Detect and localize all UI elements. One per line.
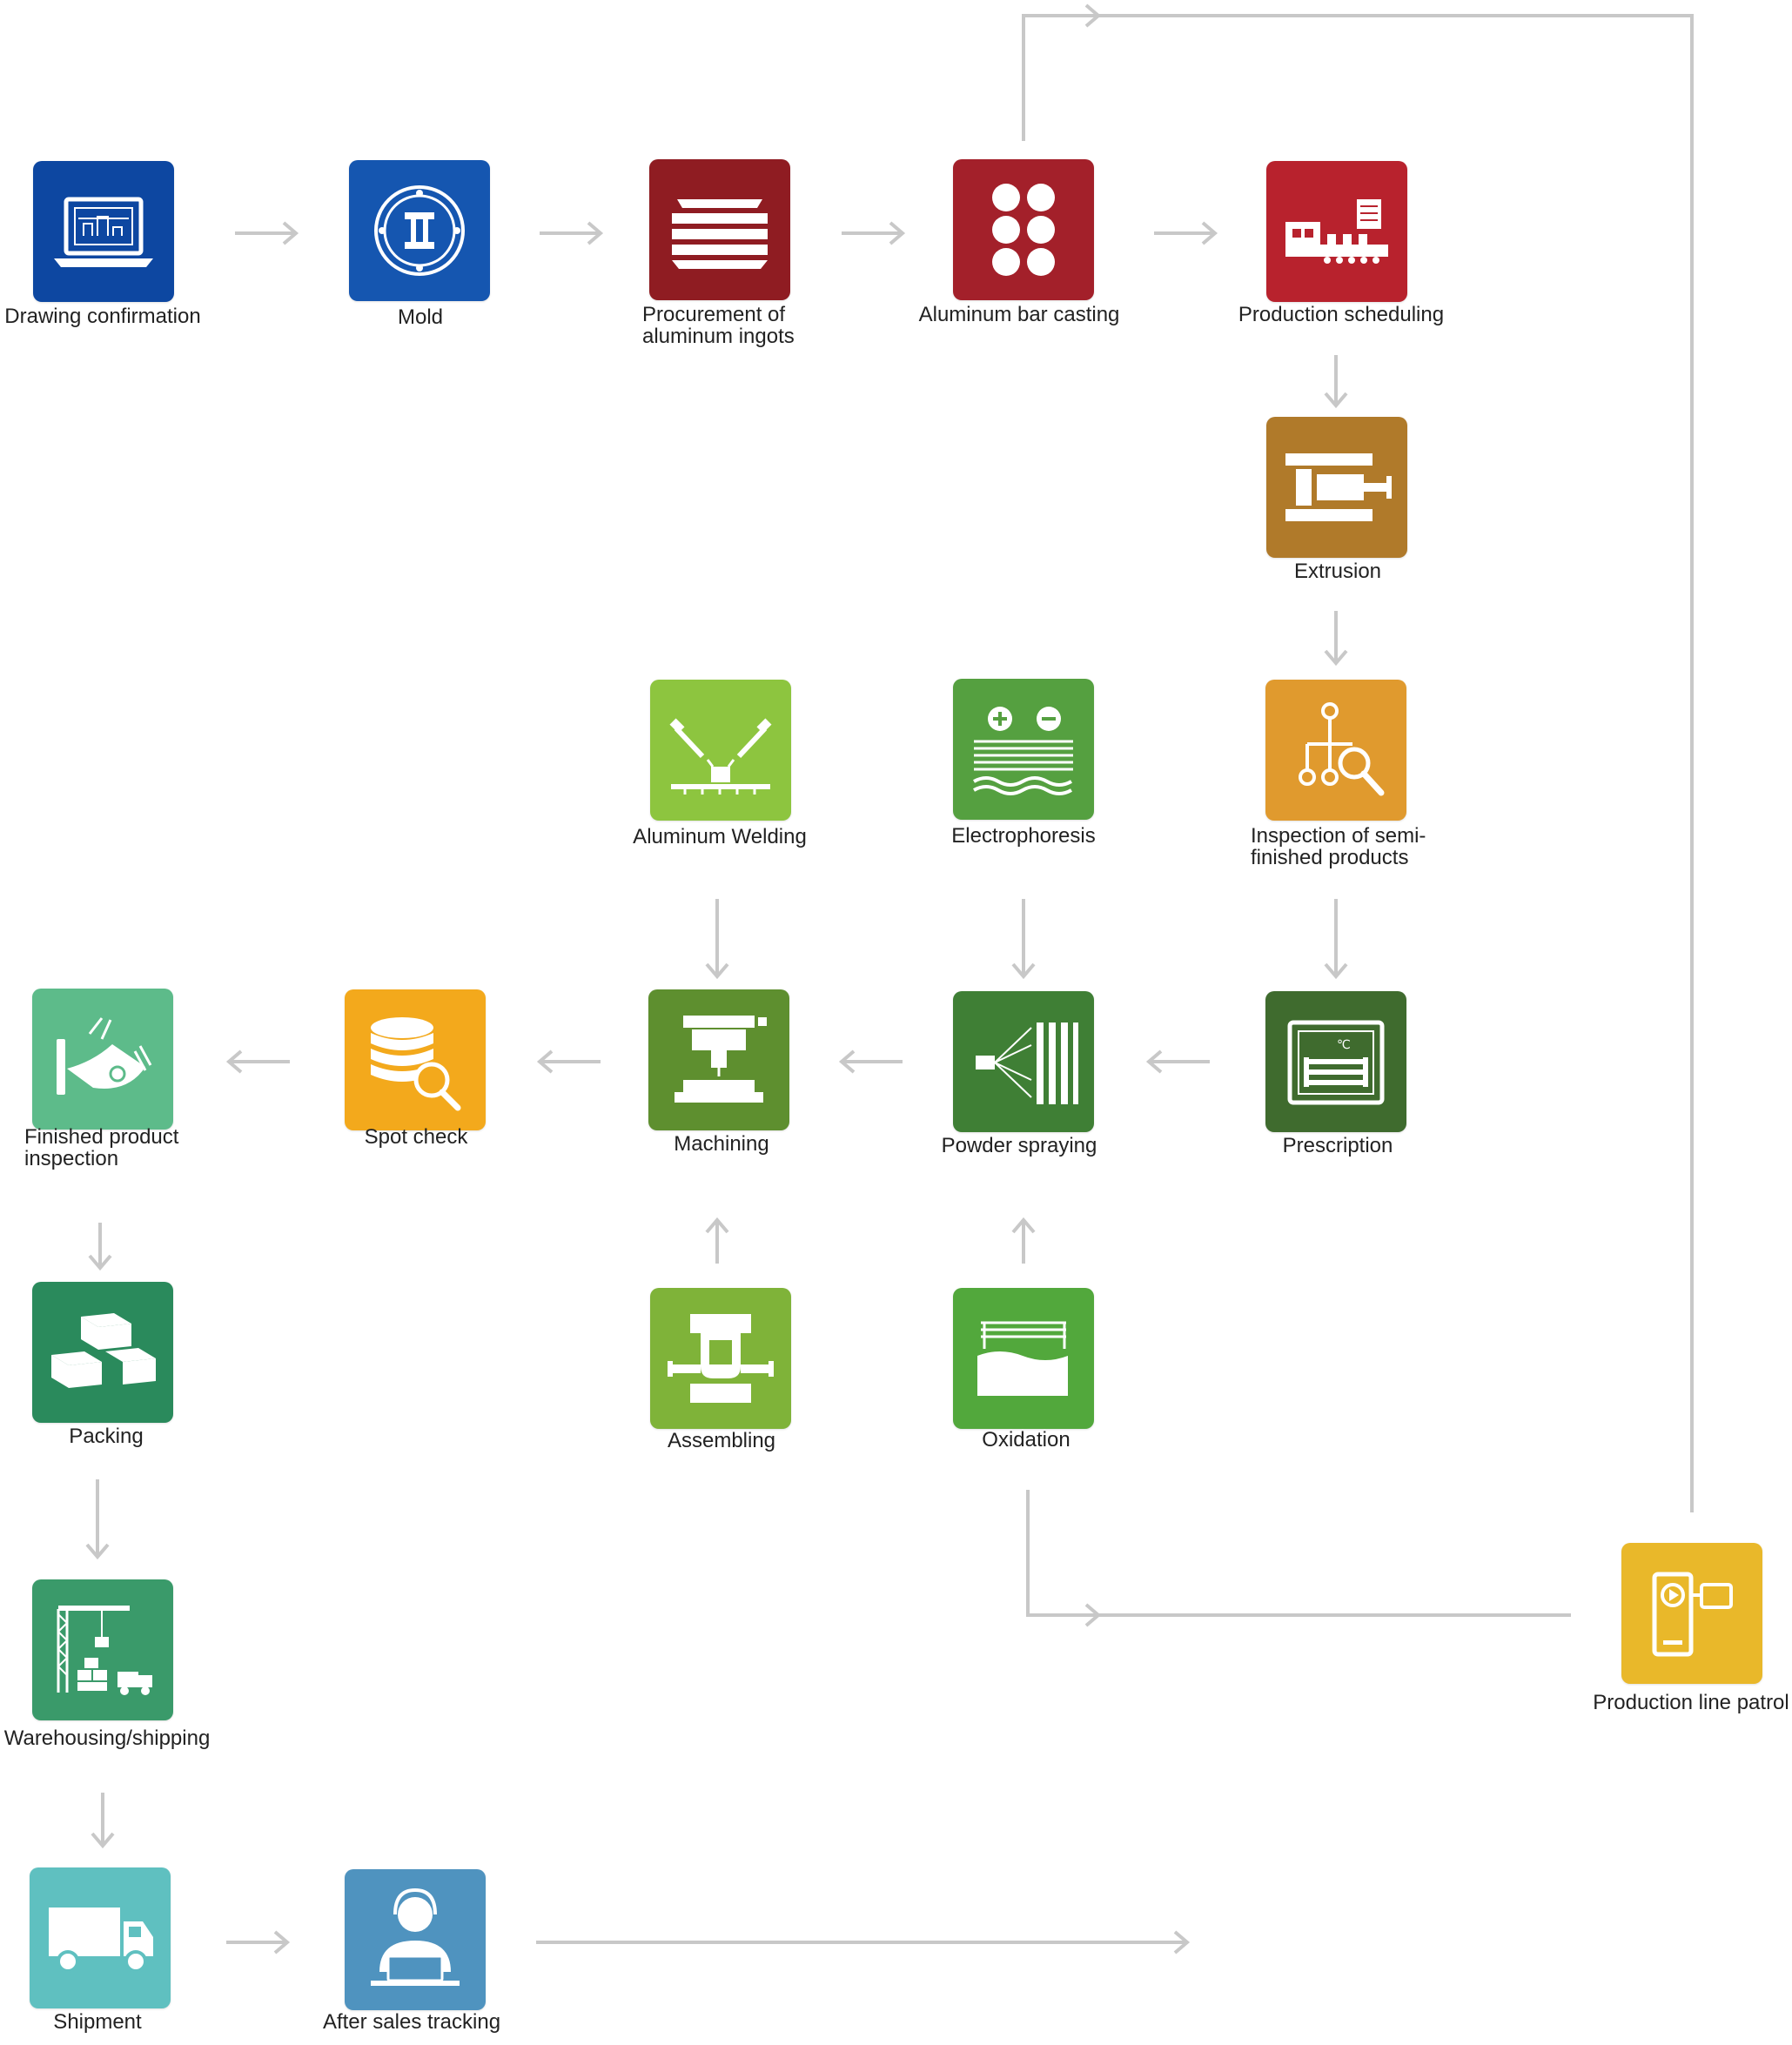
arrow-welding-to-machining-head	[705, 962, 729, 980]
node-packing	[32, 1282, 173, 1423]
arrow-machining-to-spot-head	[536, 1049, 554, 1074]
delivery-truck-icon	[49, 1908, 153, 1973]
node-label-warehousing: Warehousing/shipping	[3, 1727, 211, 1750]
node-label-scheduling: Production scheduling	[1238, 303, 1445, 326]
aging-oven-icon: ℃	[1287, 1020, 1385, 1105]
arrow-drawing-to-mold-head	[282, 221, 299, 245]
crane-warehouse-icon	[57, 1606, 152, 1695]
loop-oxidation-to-patrol	[1026, 1490, 1571, 1617]
node-warehousing	[32, 1579, 173, 1720]
arrow-warehousing-to-shipment-head	[91, 1832, 115, 1849]
spray-gun-icon	[976, 1022, 1078, 1104]
factory-line-icon	[1285, 199, 1388, 264]
arrow-procurement-to-casting-head	[889, 221, 906, 245]
node-label-patrol: Production line patrol	[1593, 1691, 1789, 1714]
arrow-shipment-to-aftersales-head	[273, 1930, 291, 1954]
node-label-assembling: Assembling	[667, 1429, 776, 1452]
node-patrol	[1621, 1543, 1762, 1684]
arrow-casting-to-scheduling-head	[1201, 221, 1218, 245]
arrow-assembling-to-machining-head	[705, 1217, 729, 1234]
node-label-extrusion: Extrusion	[1293, 560, 1382, 583]
node-inspection-semi	[1265, 680, 1406, 821]
node-spot	[345, 989, 486, 1130]
node-label-welding: Aluminum Welding	[633, 825, 807, 848]
node-label-spot: Spot check	[364, 1125, 468, 1149]
node-electrophoresis	[953, 679, 1094, 820]
bar-ends-icon	[992, 184, 1055, 276]
node-prescription: ℃	[1265, 991, 1406, 1132]
node-shipment	[30, 1867, 171, 2008]
loop-oxidation-to-patrol-head	[1084, 1603, 1102, 1627]
clamp-assembly-icon	[668, 1314, 774, 1403]
node-label-drawing: Drawing confirmation	[4, 305, 201, 328]
node-label-after-sales: After sales tracking	[322, 2010, 501, 2034]
node-label-procurement: Procurement of aluminum ingots	[642, 303, 795, 348]
node-welding	[650, 680, 791, 821]
arrow-powder-to-machining-head	[838, 1049, 856, 1074]
mold-die-icon	[374, 185, 465, 276]
loop-patrol-to-casting	[1022, 14, 1694, 1512]
node-casting	[953, 159, 1094, 300]
node-label-electrophoresis: Electrophoresis	[951, 824, 1096, 848]
node-label-inspection-semi: Inspection of semi- finished products	[1251, 824, 1426, 869]
node-extrusion	[1266, 417, 1407, 558]
plus-minus-bath-icon	[973, 707, 1073, 795]
node-label-shipment: Shipment	[53, 2010, 142, 2034]
loop-patrol-to-casting-head	[1084, 3, 1102, 28]
arrow-spot-to-finished-head	[225, 1049, 243, 1074]
node-scheduling	[1266, 161, 1407, 302]
node-label-powder: Powder spraying	[941, 1134, 1097, 1157]
arrow-inspection-to-prescription-head	[1324, 962, 1348, 980]
node-label-finished-inspection: Finished product inspection	[24, 1125, 179, 1170]
customer-service-icon	[371, 1887, 460, 1986]
arrow-oxidation-to-powder-head	[1011, 1217, 1036, 1234]
laptop-blueprint-icon	[54, 197, 153, 267]
node-finished-inspection	[32, 989, 173, 1130]
node-assembling	[650, 1288, 791, 1429]
node-powder	[953, 991, 1094, 1132]
node-label-casting: Aluminum bar casting	[918, 303, 1120, 326]
node-label-packing: Packing	[69, 1425, 144, 1448]
node-label-prescription: Prescription	[1282, 1134, 1393, 1157]
extrusion-press-icon	[1285, 453, 1392, 521]
arrow-mold-to-procurement-head	[587, 221, 604, 245]
arrow-aftersales-end-head	[1173, 1930, 1191, 1954]
tree-magnifier-icon	[1299, 702, 1385, 796]
boxes-icon	[51, 1313, 156, 1388]
node-oxidation	[953, 1288, 1094, 1429]
patrol-camera-icon	[1652, 1572, 1733, 1657]
scanner-icon	[57, 1017, 152, 1095]
arrow-scheduling-to-extrusion-head	[1324, 392, 1348, 409]
node-machining	[648, 989, 789, 1130]
node-after-sales	[345, 1869, 486, 2010]
oxidation-tank-icon	[977, 1321, 1068, 1396]
arrow-finished-to-packing-head	[88, 1254, 112, 1271]
node-label-mold: Mold	[397, 305, 444, 329]
svg-text:℃: ℃	[1337, 1038, 1351, 1052]
node-drawing	[33, 161, 174, 302]
ingot-stack-icon	[672, 199, 768, 269]
arrow-packing-to-warehousing-head	[85, 1543, 110, 1560]
node-procurement	[649, 159, 790, 300]
arrow-electrophoresis-to-powder-head	[1011, 962, 1036, 980]
cnc-machine-icon	[675, 1016, 767, 1103]
node-label-oxidation: Oxidation	[982, 1428, 1071, 1452]
arrow-prescription-to-powder-head	[1145, 1049, 1163, 1074]
arrow-extrusion-to-inspection-head	[1324, 649, 1348, 667]
node-label-machining: Machining	[674, 1132, 769, 1156]
welding-robot-icon	[669, 718, 772, 795]
node-mold	[349, 160, 490, 301]
database-search-icon	[371, 1017, 461, 1111]
